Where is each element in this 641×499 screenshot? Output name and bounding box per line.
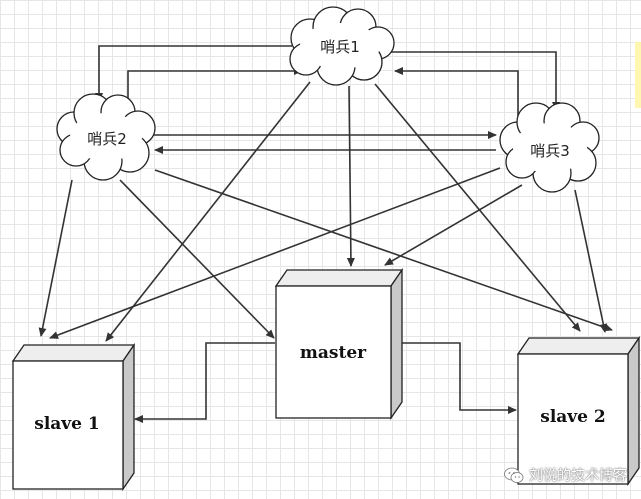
sentinel3-node: 哨兵3: [499, 102, 600, 193]
edge-s3-to-master: [384, 184, 523, 266]
edge-s3-to-slave2: [574, 189, 608, 333]
slave2-node: slave 2: [516, 335, 641, 487]
edge-s2-to-slave1: [38, 179, 73, 337]
edge-s2-to-master: [119, 179, 275, 339]
slave1-label: slave 1: [34, 414, 100, 434]
sentinel3-label: 哨兵3: [530, 142, 570, 160]
sentinel1-label: 哨兵1: [320, 38, 360, 56]
edge-s2-to-slave2: [154, 169, 613, 332]
edges: [38, 45, 613, 423]
slave1-node: slave 1: [11, 342, 136, 492]
sentinel2-label: 哨兵2: [87, 130, 127, 148]
edge-master-to-slave2: [398, 342, 517, 414]
edge-s3-to-slave1: [49, 167, 501, 339]
edge-s1-to-s3: [372, 51, 560, 111]
edge-s1-to-s2: [95, 45, 292, 102]
wechat-icon: [504, 467, 524, 483]
edge-s1-to-slave2: [374, 83, 581, 332]
side-highlight-strip: [635, 42, 641, 108]
edge-master-to-slave1: [134, 342, 275, 423]
slave2-label: slave 2: [540, 407, 606, 427]
edge-s1-to-slave1: [105, 81, 311, 342]
watermark-text: 刘悦的技术博客: [529, 468, 627, 484]
sentinel2-node: 哨兵2: [56, 93, 156, 181]
edge-s1-to-master: [346, 85, 355, 267]
master-label: master: [300, 343, 367, 363]
edge-s3-to-s1: [394, 67, 519, 116]
master-node: master: [274, 267, 404, 421]
watermark: 刘悦的技术博客: [504, 465, 627, 485]
sentinel1-node: 哨兵1: [289, 6, 395, 86]
edge-s2-to-s1: [127, 67, 303, 106]
